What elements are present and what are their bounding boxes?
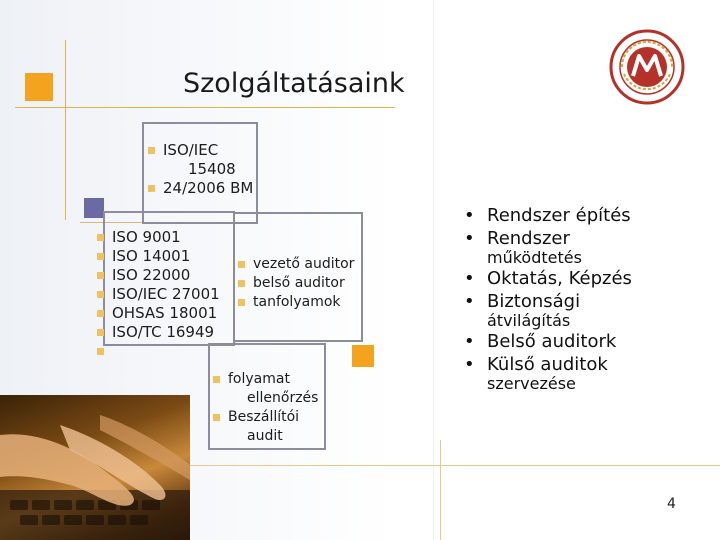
list-item: folyamat (213, 370, 318, 389)
services-list: Rendszer építés Rendszer működtetés Okta… (462, 206, 632, 395)
title-underline (15, 107, 395, 108)
list-item: Biztonsági átvilágítás (462, 291, 632, 330)
right-divider-line (433, 0, 434, 540)
keyboard-hands-photo (0, 395, 190, 540)
standards-box (103, 211, 235, 346)
list-item-line: szervezése (487, 374, 576, 393)
list-item-empty (97, 342, 220, 361)
orange-square-mid (352, 345, 374, 367)
process-box (208, 343, 326, 450)
list-item: ISO/TC 16949 (97, 323, 220, 342)
orange-square-top (25, 73, 53, 101)
list-item: Külső auditok szervezése (462, 354, 632, 393)
page-number: 4 (667, 496, 676, 512)
list-item: belső auditor (238, 274, 354, 293)
process-list: folyamat ellenőrzés Beszállítói audit (213, 370, 318, 446)
list-item: Oktatás, Képzés (462, 269, 632, 290)
list-item-line: átvilágítás (487, 311, 571, 330)
list-item-line: működtetés (487, 248, 582, 267)
bottom-line (190, 465, 720, 466)
auditor-list: vezető auditor belső auditor tanfolyamok (238, 255, 354, 312)
purple-square (84, 198, 104, 218)
page-title: Szolgáltatásaink (183, 68, 405, 99)
list-item: ISO 14001 (97, 247, 220, 266)
list-item: Belső auditork (462, 332, 632, 353)
company-logo (609, 29, 685, 105)
list-item: tanfolyamok (238, 293, 354, 312)
keyboard-hands-illustration (0, 415, 190, 540)
title-vertical-line (65, 40, 66, 220)
list-item-continuation: audit (247, 428, 283, 444)
iso-box (142, 122, 258, 224)
list-item: Rendszer működtetés (462, 228, 632, 267)
iso-list: ISO/IEC 15408 24/2006 BM (148, 141, 253, 198)
list-item-continuation: 15408 (188, 160, 236, 178)
list-item: vezető auditor (238, 255, 354, 274)
list-item-line: Külső auditok (487, 354, 608, 375)
list-item: OHSAS 18001 (97, 304, 220, 323)
list-item: ISO/IEC 27001 (97, 285, 220, 304)
standards-list: ISO 9001 ISO 14001 ISO 22000 ISO/IEC 270… (97, 228, 220, 361)
bottom-vertical-line (440, 440, 441, 540)
list-item-line: Rendszer (487, 228, 570, 249)
list-item-continuation: ellenőrzés (247, 390, 319, 406)
list-item: ISO/IEC (148, 141, 253, 160)
list-item-line: Biztonsági (487, 291, 581, 312)
list-item: ISO 9001 (97, 228, 220, 247)
list-item: Beszállítói (213, 408, 318, 427)
list-item: 24/2006 BM (148, 179, 253, 198)
list-item: ISO 22000 (97, 266, 220, 285)
list-item: Rendszer építés (462, 206, 632, 227)
